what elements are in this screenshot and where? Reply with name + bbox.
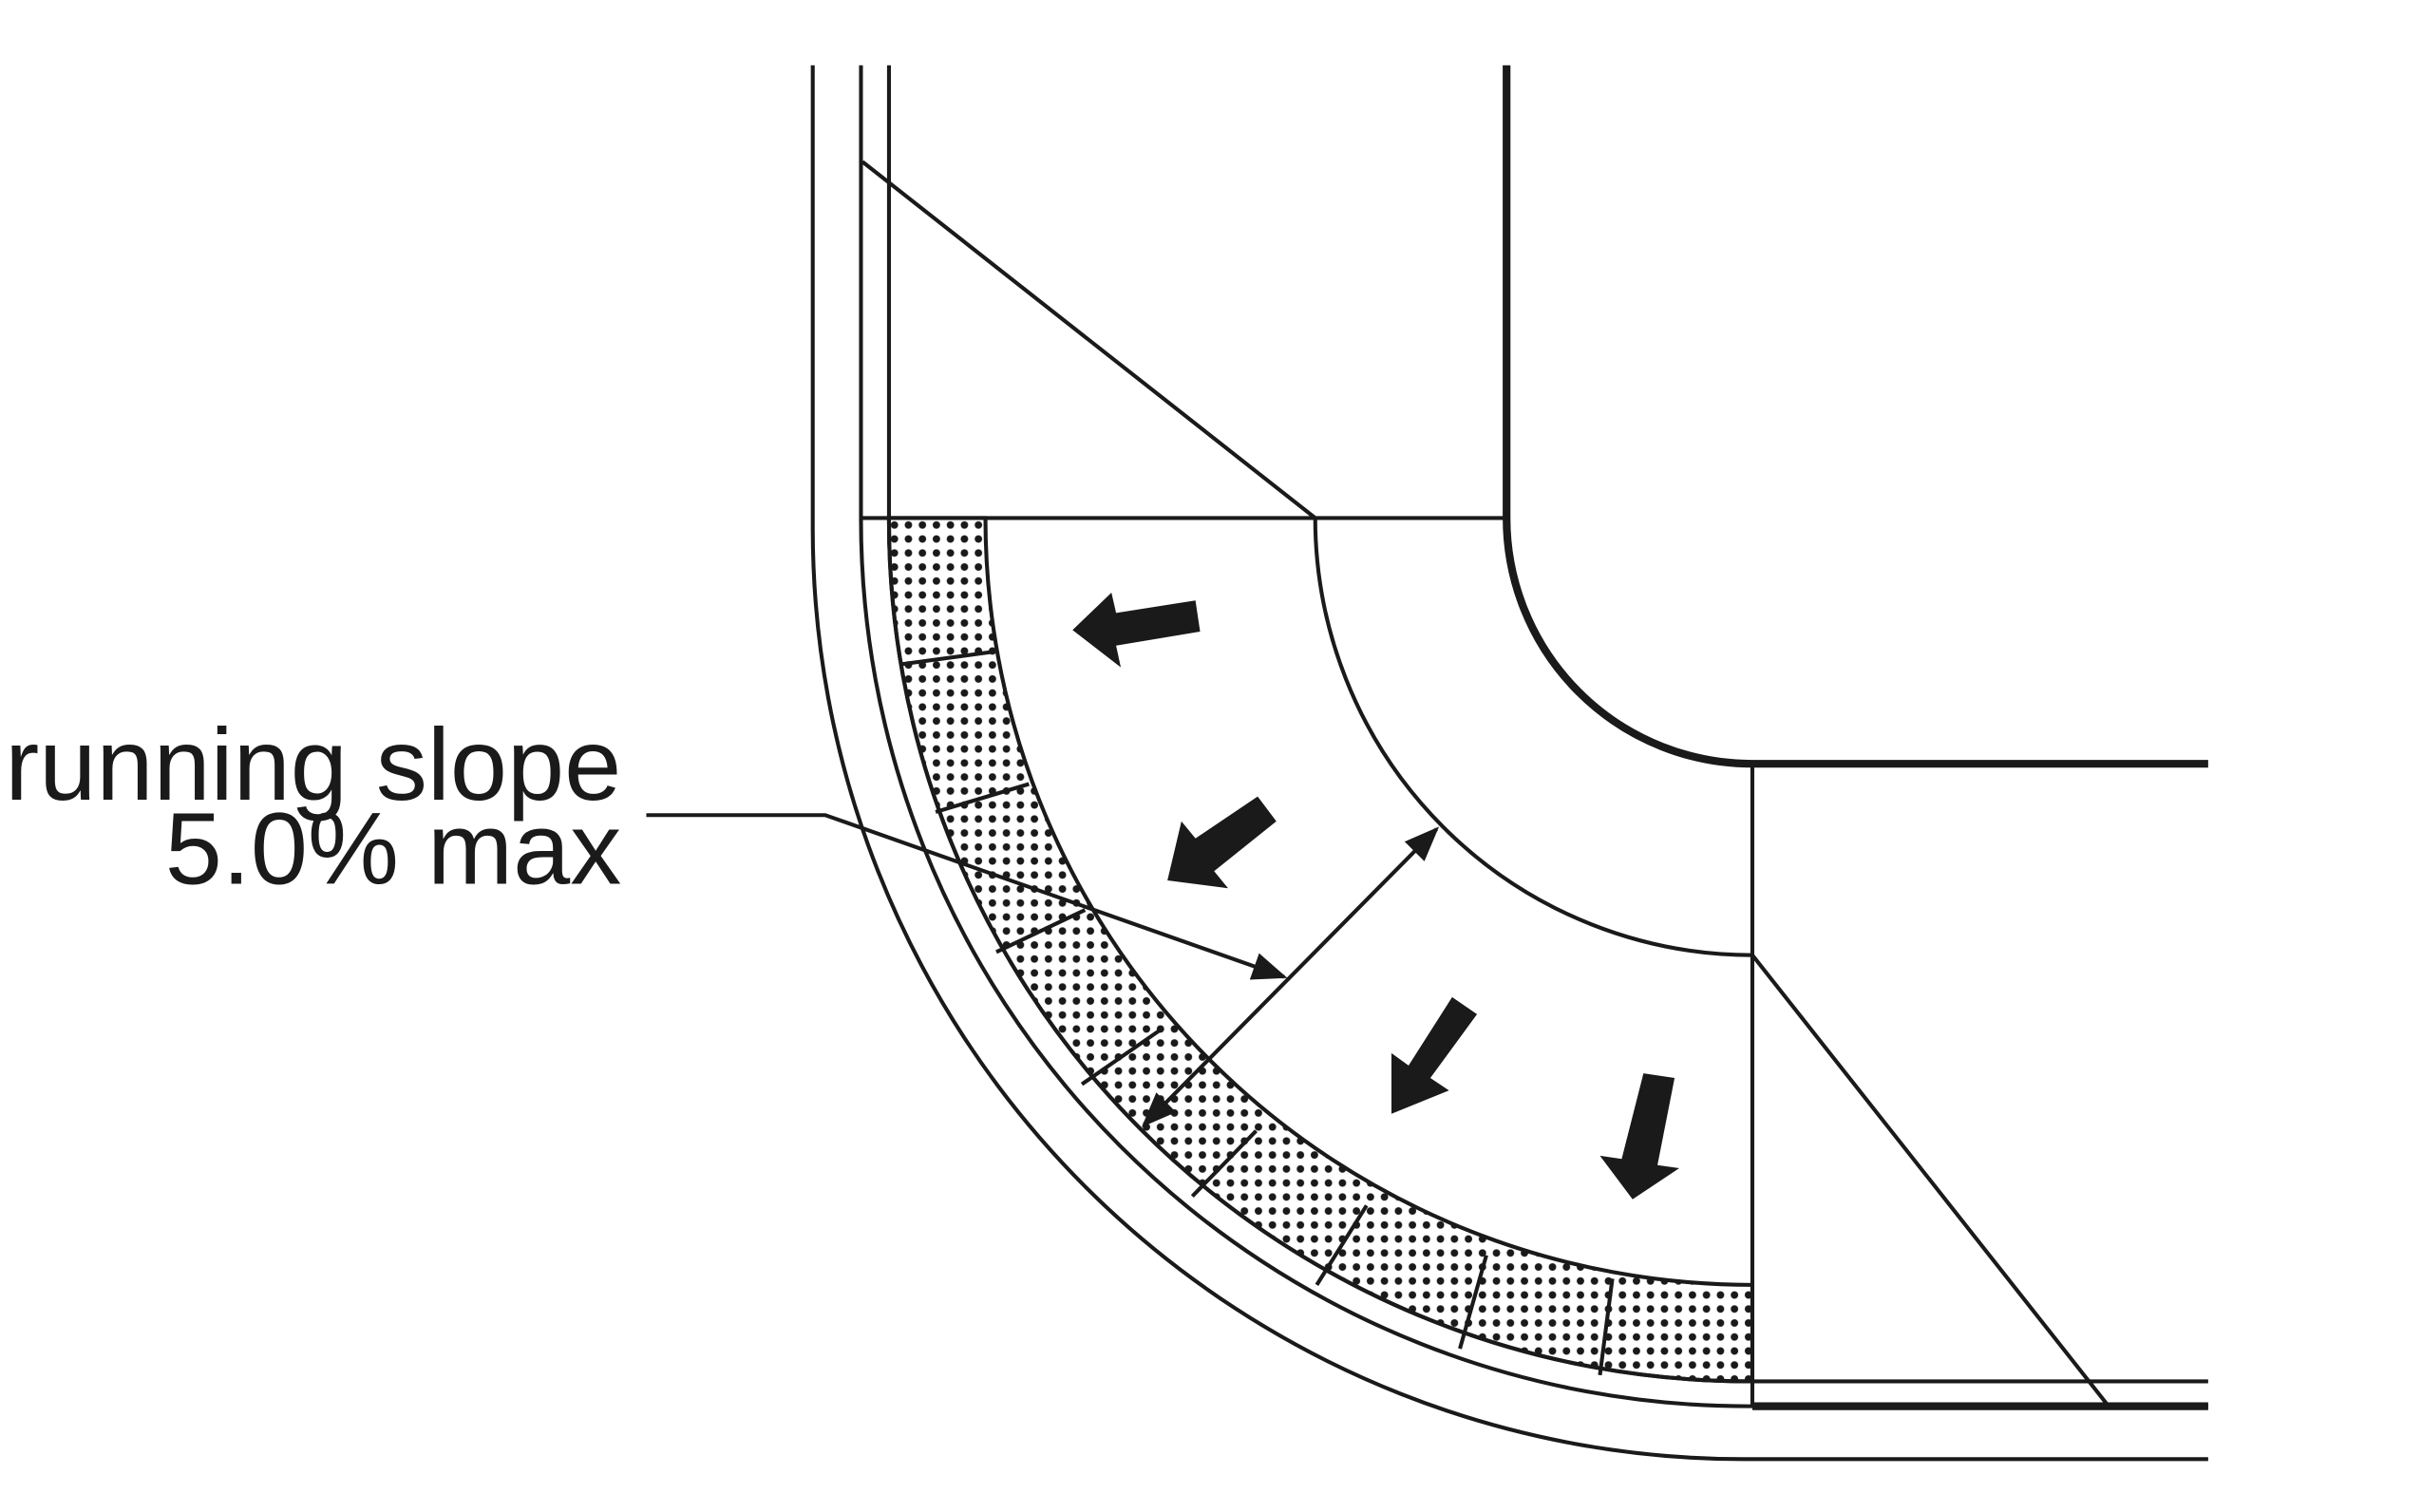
ramp-length-dimension: [1141, 826, 1440, 1127]
callout-label-line-1: running slope: [5, 707, 621, 822]
callout-label-line-2: 5.0% max: [165, 790, 622, 905]
callout-leader-line: [646, 813, 1288, 980]
curb-line-a: [859, 65, 2208, 1408]
slope-arrow-2: [1167, 796, 1277, 889]
slope-arrow-4: [1599, 1073, 1679, 1200]
building-corner-line: [1503, 65, 2208, 768]
band-joints: [900, 650, 1615, 1376]
curb-line-b: [886, 65, 2208, 1384]
north-flare-diagonal: [861, 160, 1317, 520]
slope-arrow-3: [1391, 996, 1478, 1114]
east-flare-diagonal: [1750, 954, 2110, 1408]
detectable-warning-band: [886, 516, 1755, 1384]
slope-arrow-1: [1072, 593, 1201, 668]
outer-curb-line: [810, 65, 2208, 1462]
ramp-top-arc: [1313, 518, 1752, 957]
